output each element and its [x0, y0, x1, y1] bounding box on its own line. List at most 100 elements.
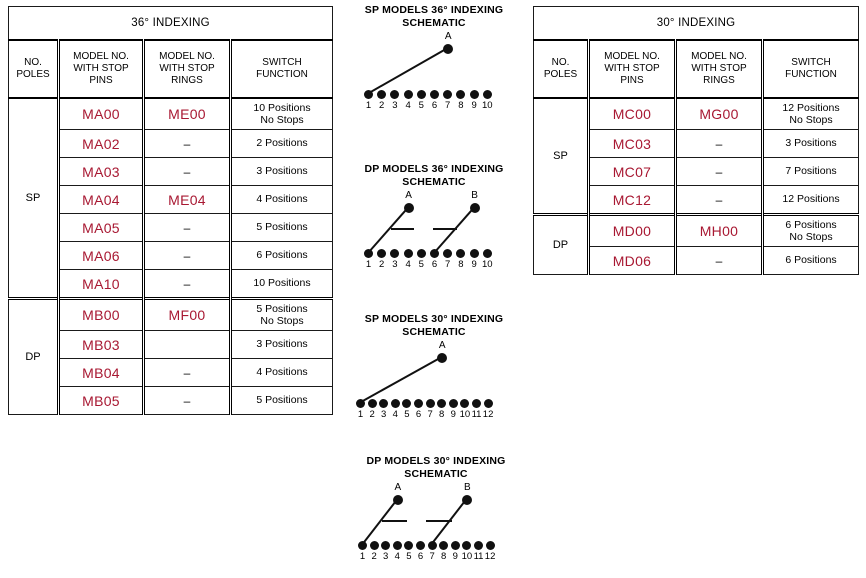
terminal-dot — [390, 399, 400, 408]
model-with-stop-pins: MC07 — [587, 157, 676, 186]
poles-cell: SP — [8, 97, 59, 299]
terminal-dot — [364, 90, 373, 99]
table-title: 36° INDEXING — [7, 6, 334, 41]
gang-link-segment-2 — [426, 520, 452, 522]
switch-function: 7 Positions — [760, 157, 860, 186]
model-with-stop-pins: MC03 — [587, 129, 676, 158]
model-with-stop-pins: MA06 — [57, 241, 144, 270]
wiper-arm-b — [430, 499, 468, 546]
terminal-number: 7 — [427, 409, 433, 420]
terminal-number: 8 — [441, 551, 447, 562]
wiper-label-b: B — [471, 190, 478, 201]
terminal-dot — [443, 90, 453, 99]
poles-cell: DP — [533, 213, 589, 275]
terminal-number: 2 — [379, 100, 385, 111]
model-with-stop-pins: MA02 — [57, 129, 144, 158]
terminal-number: 1 — [357, 409, 364, 420]
wiper-dot-a — [403, 203, 414, 213]
terminal-number: 7 — [445, 100, 451, 111]
wiper-dot-b — [469, 203, 480, 213]
model-with-stop-pins: MD06 — [587, 246, 676, 275]
gang-link-segment-1 — [381, 520, 407, 522]
model-with-stop-rings: – — [142, 269, 231, 299]
model-with-stop-rings — [142, 330, 231, 359]
switch-function: 2 Positions — [228, 129, 334, 158]
terminal-dot — [450, 541, 460, 550]
table-row: MA05–5 Positions — [9, 213, 334, 242]
terminal-number: 2 — [369, 409, 375, 420]
terminal-dot — [358, 541, 367, 550]
terminal-number: 10 — [459, 409, 471, 420]
switch-function: 5 Positions — [228, 213, 334, 242]
model-with-stop-pins: MA04 — [57, 185, 144, 214]
terminal-dot — [443, 249, 453, 258]
terminal-number: 10 — [482, 100, 493, 111]
terminal-number: 9 — [450, 409, 456, 420]
terminal-dot — [416, 90, 426, 99]
model-with-stop-rings: – — [674, 246, 763, 275]
gang-link-segment-1 — [390, 228, 415, 230]
terminal-dot — [456, 249, 466, 258]
terminal-dot — [472, 399, 481, 408]
switch-function: 4 Positions — [228, 358, 334, 387]
switch-function: 3 Positions — [228, 157, 334, 186]
terminal-dot — [482, 90, 492, 99]
terminal-number: 5 — [418, 100, 424, 111]
terminal-number: 4 — [392, 409, 398, 420]
terminal-dot — [390, 249, 400, 258]
terminal-number: 7 — [429, 551, 435, 562]
terminal-number: 1 — [365, 100, 372, 111]
switch-function: 6 Positions — [228, 241, 334, 270]
model-with-stop-rings: – — [674, 129, 763, 158]
terminal-dot — [403, 90, 413, 99]
model-with-stop-rings: ME00 — [142, 97, 231, 130]
terminal-dot — [469, 249, 479, 258]
model-with-stop-pins: MC12 — [587, 185, 676, 215]
wiper-arm-a — [361, 499, 398, 546]
terminal-number: 1 — [359, 551, 366, 562]
terminal-number: 6 — [431, 100, 438, 111]
wiper-arm-a — [359, 356, 443, 404]
terminal-dot — [403, 249, 413, 258]
table-row: MD06–6 Positions — [534, 246, 860, 275]
terminal-dot — [392, 541, 402, 550]
terminal-number: 6 — [415, 409, 422, 420]
switch-function: 3 Positions — [760, 129, 860, 158]
switch-function: 3 Positions — [228, 330, 334, 359]
terminal-number: 3 — [392, 100, 398, 111]
terminal-number: 9 — [471, 259, 477, 270]
switch-function: 6 Positions — [760, 246, 860, 275]
model-with-stop-pins: MC00 — [587, 97, 676, 130]
terminal-number: 3 — [392, 259, 398, 270]
switch-function: 4 Positions — [228, 185, 334, 214]
table-title: 30° INDEXING — [532, 6, 860, 41]
terminal-dot — [460, 399, 470, 408]
model-with-stop-rings: – — [674, 157, 763, 186]
wiper-dot-a — [443, 44, 454, 54]
terminal-dot — [439, 541, 449, 550]
gang-link-segment-2 — [432, 228, 457, 230]
wiper-label-a: A — [444, 31, 452, 42]
terminal-number: 6 — [431, 259, 438, 270]
terminal-number: 11 — [471, 409, 482, 420]
terminal-number: 8 — [458, 259, 464, 270]
wiper-dot-b — [462, 495, 473, 505]
